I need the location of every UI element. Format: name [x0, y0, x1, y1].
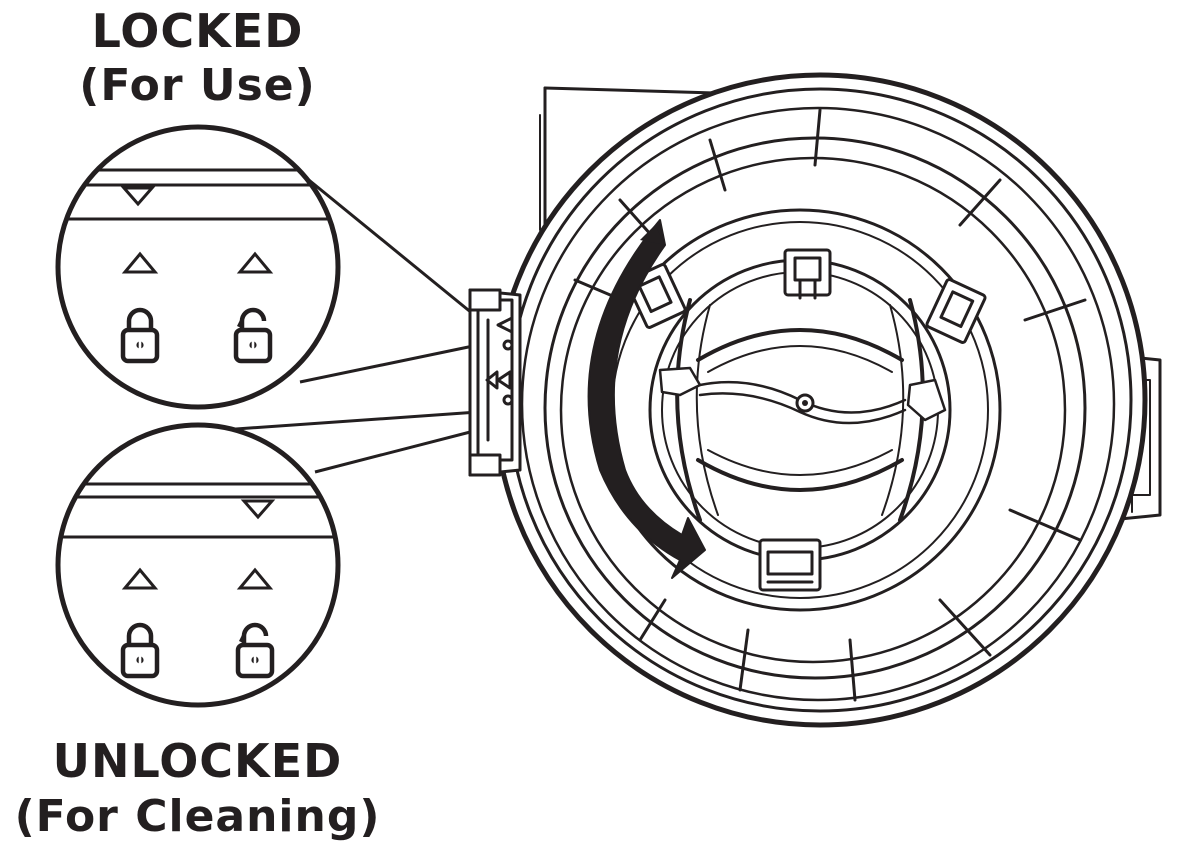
up-triangle-icon — [236, 251, 274, 274]
unlocked-callout — [55, 422, 341, 708]
up-triangle-icon — [121, 251, 159, 274]
up-triangle-icon — [236, 567, 274, 590]
unlocked-subtitle: (For Cleaning) — [14, 791, 381, 842]
down-triangle-icon — [240, 499, 276, 520]
dust-cup-unit — [468, 72, 1162, 728]
down-triangle-icon — [120, 186, 156, 207]
locked-title: LOCKED — [91, 4, 304, 58]
locked-callout — [55, 124, 341, 410]
locked-subtitle: (For Use) — [79, 60, 316, 111]
callout-leader-lines — [221, 161, 479, 474]
unlocked-title: UNLOCKED — [52, 734, 343, 788]
curved-arrow-icon — [587, 219, 706, 579]
up-triangle-icon — [121, 567, 159, 590]
